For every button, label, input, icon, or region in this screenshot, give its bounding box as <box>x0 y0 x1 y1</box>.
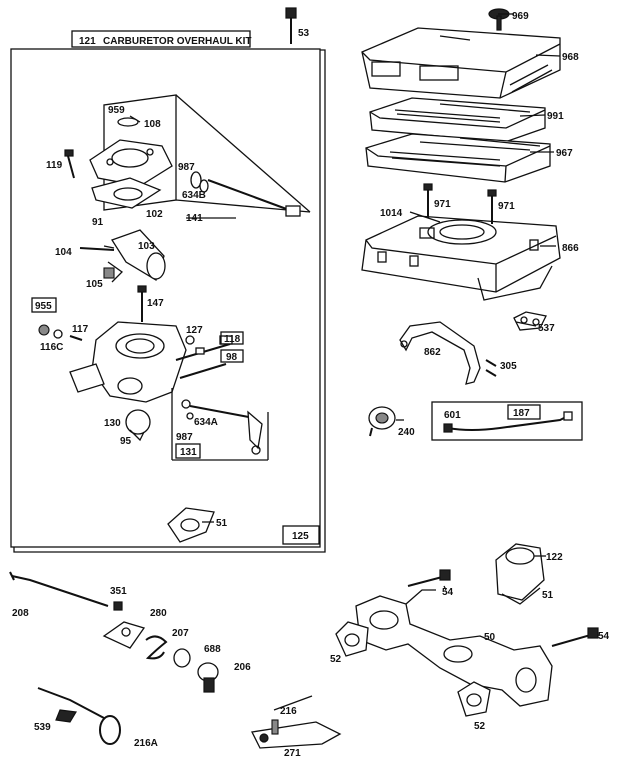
bolts-54 <box>407 569 599 647</box>
label-131: 131 <box>180 447 197 458</box>
label-95: 95 <box>120 436 132 447</box>
label-187: 187 <box>513 408 530 419</box>
needle-valve-130 <box>125 409 151 442</box>
choke-shaft-group <box>171 331 269 461</box>
label-987-b: 987 <box>176 432 193 443</box>
kit-code: 121 <box>79 36 96 47</box>
label-866: 866 <box>562 243 579 254</box>
label-141: 141 <box>186 213 203 224</box>
label-117: 117 <box>72 324 89 335</box>
part-240 <box>368 406 396 437</box>
air-filter-element <box>365 133 551 183</box>
leader-lines <box>103 13 561 591</box>
bracket-271 <box>251 695 342 749</box>
carburetor-body <box>69 285 233 403</box>
label-967: 967 <box>556 148 573 159</box>
label-208: 208 <box>12 608 29 619</box>
label-280: 280 <box>150 608 167 619</box>
label-122: 122 <box>546 552 563 563</box>
part-labels: 53 969 968 991 967 971 971 1014 866 537 … <box>12 11 610 759</box>
label-53: 53 <box>298 28 310 39</box>
label-634a: 634A <box>194 417 218 428</box>
air-cleaner-cover <box>361 27 561 99</box>
label-968: 968 <box>562 52 579 63</box>
carburetor-top-cover-group <box>64 94 311 219</box>
gaskets-52 <box>335 621 491 717</box>
label-688: 688 <box>204 644 221 655</box>
part-box-187 <box>431 401 583 441</box>
gasket-51-in-kit <box>167 507 215 543</box>
label-971-a: 971 <box>434 199 451 210</box>
bowl-kit-box-955 <box>31 297 83 341</box>
mounting-screws-971 <box>423 183 497 224</box>
label-271: 271 <box>284 748 301 759</box>
bracket-862 <box>399 321 481 385</box>
label-127: 127 <box>186 325 203 336</box>
label-206: 206 <box>234 662 251 673</box>
label-116c: 116C <box>40 342 63 353</box>
label-51-kit: 51 <box>216 518 228 529</box>
label-98: 98 <box>226 352 238 363</box>
spring-216a <box>37 687 121 745</box>
carburetor-kit-box: 121 CARBURETOR OVERHAUL KIT 125 <box>10 30 326 553</box>
label-971-b: 971 <box>498 201 515 212</box>
label-601: 601 <box>444 410 461 421</box>
governor-parts-280 <box>102 601 219 693</box>
label-52-a: 52 <box>330 654 342 665</box>
label-54-b: 54 <box>598 631 610 642</box>
label-108: 108 <box>144 119 161 130</box>
label-351: 351 <box>110 586 127 597</box>
label-1014: 1014 <box>380 208 403 219</box>
breather-tube-bolt-53 <box>285 7 297 44</box>
label-216a: 216A <box>134 738 158 749</box>
label-51-spacer: 51 <box>542 590 554 601</box>
wing-nut-part <box>488 8 510 31</box>
label-987-a: 987 <box>178 162 195 173</box>
throttle-link-208 <box>9 571 109 607</box>
label-52-b: 52 <box>474 721 486 732</box>
kit-number-box <box>282 525 320 545</box>
kit-frame <box>10 48 321 548</box>
gasket-537 <box>513 311 547 331</box>
label-130: 130 <box>104 418 121 429</box>
float-103 <box>79 229 166 283</box>
label-118: 118 <box>224 334 241 345</box>
label-862: 862 <box>424 347 441 358</box>
label-955: 955 <box>35 301 52 312</box>
air-cleaner-base <box>361 215 561 301</box>
air-filter-pre-cleaner <box>369 97 546 143</box>
label-634b: 634B <box>182 190 206 201</box>
label-240: 240 <box>398 427 415 438</box>
kit-frame-shadow <box>13 49 326 553</box>
kit-title: CARBURETOR OVERHAUL KIT <box>103 36 252 47</box>
label-147: 147 <box>147 298 164 309</box>
label-207: 207 <box>172 628 189 639</box>
label-91: 91 <box>92 217 104 228</box>
label-959: 959 <box>108 105 125 116</box>
label-969: 969 <box>512 11 529 22</box>
label-54-a: 54 <box>442 587 454 598</box>
label-125: 125 <box>292 531 309 542</box>
label-103: 103 <box>138 241 155 252</box>
label-539: 539 <box>34 722 51 733</box>
label-119: 119 <box>46 160 63 171</box>
intake-manifold <box>355 589 553 707</box>
label-102: 102 <box>146 209 163 220</box>
label-305: 305 <box>500 361 517 372</box>
label-216: 216 <box>280 706 297 717</box>
label-104: 104 <box>55 247 72 258</box>
label-991: 991 <box>547 111 564 122</box>
kit-title-box <box>71 30 251 48</box>
label-537: 537 <box>538 323 555 334</box>
label-105: 105 <box>86 279 103 290</box>
spacer-122 <box>495 543 545 605</box>
label-50: 50 <box>484 632 496 643</box>
screws-305 <box>485 359 497 377</box>
